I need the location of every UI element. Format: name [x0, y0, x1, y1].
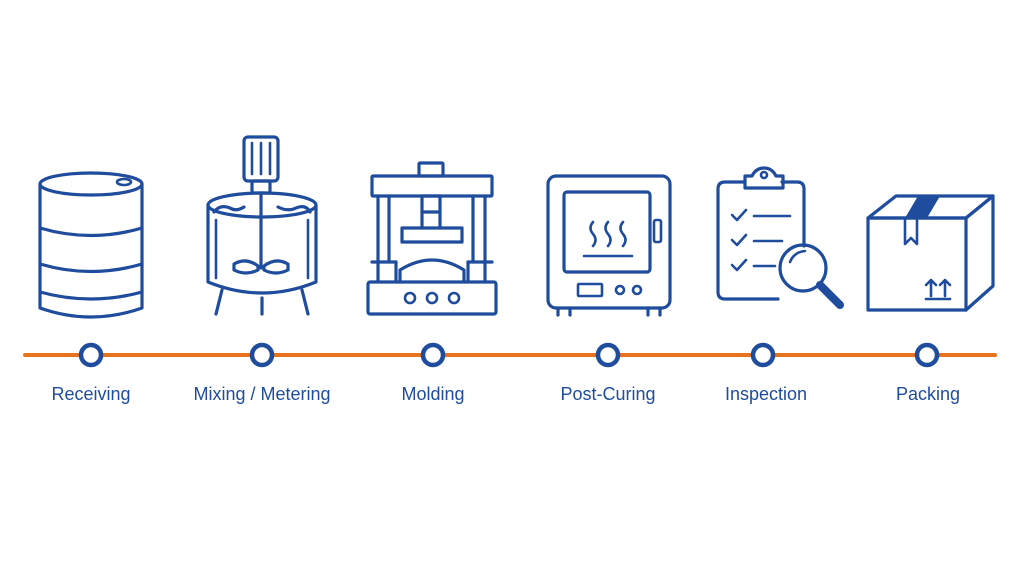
timeline-nodes — [78, 342, 940, 368]
step-label-inspection: Inspection — [724, 384, 808, 404]
step-label-mixing-metering: Mixing / Metering — [193, 384, 331, 404]
timeline-node-receiving — [78, 342, 104, 368]
mixing-tank-icon — [206, 135, 318, 316]
barrel-icon — [38, 171, 144, 319]
clipboard-inspection-icon — [716, 166, 844, 309]
timeline-node-mixing-metering — [249, 342, 275, 368]
timeline-node-molding — [420, 342, 446, 368]
timeline-node-packing — [914, 342, 940, 368]
oven-icon — [546, 174, 672, 317]
timeline-node-post-curing — [595, 342, 621, 368]
box-icon — [866, 194, 995, 312]
step-label-molding: Molding — [401, 384, 465, 404]
step-label-packing: Packing — [895, 384, 961, 404]
step-label-post-curing: Post-Curing — [560, 384, 656, 404]
step-label-receiving: Receiving — [51, 384, 131, 404]
timeline-node-inspection — [750, 342, 776, 368]
press-icon — [366, 161, 498, 316]
